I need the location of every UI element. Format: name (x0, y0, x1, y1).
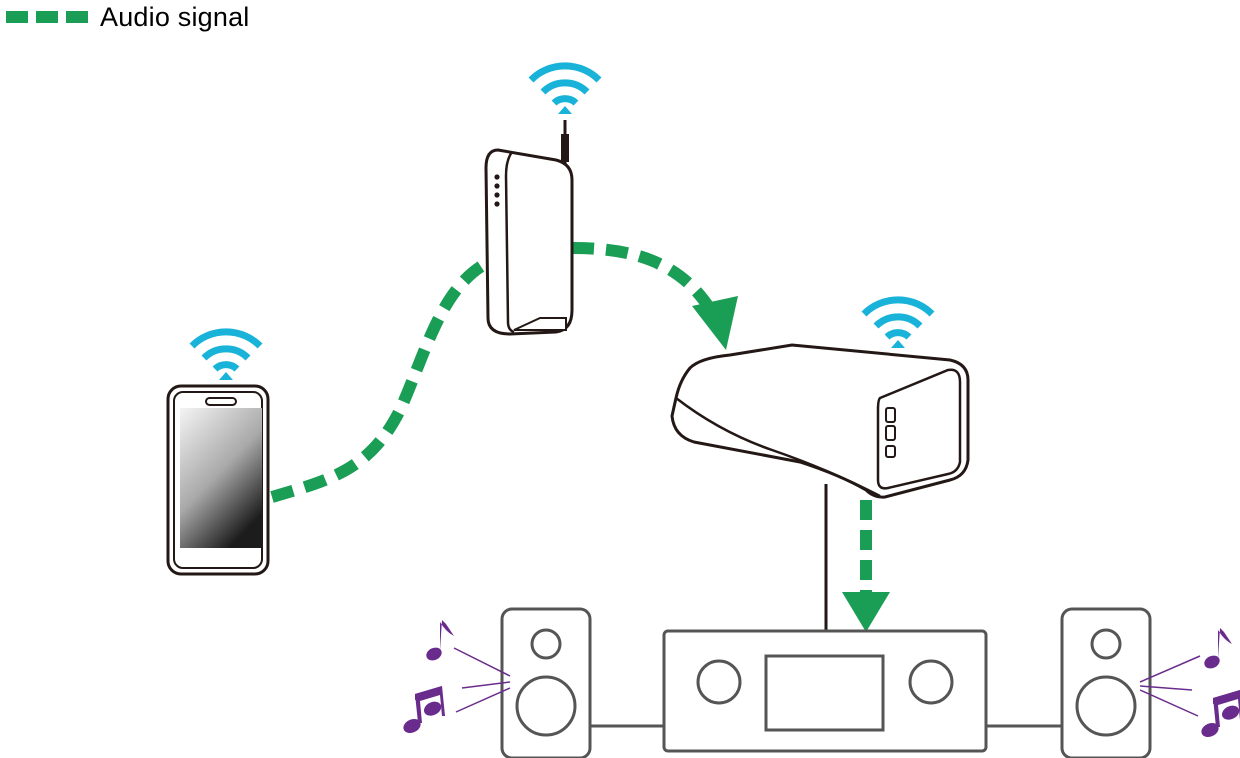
music-note-icon (1199, 690, 1240, 740)
av-receiver (590, 629, 1062, 753)
music-note-icon (424, 620, 454, 663)
legend: Audio signal (0, 0, 250, 34)
speaker-left (453, 607, 592, 758)
signal-path-router-to-streamer (571, 242, 718, 316)
wifi-icon (864, 300, 932, 348)
signal-path-phone-to-router (270, 258, 489, 503)
music-note-icon (401, 686, 445, 736)
arrow-down-icon (692, 296, 738, 350)
smartphone (166, 384, 270, 576)
speaker-right (1060, 607, 1201, 758)
legend-label: Audio signal (100, 1, 250, 32)
arrow-down-icon (842, 592, 890, 632)
music-note-icon (1202, 628, 1232, 671)
wifi-icon (531, 66, 599, 114)
wireless-router (484, 120, 574, 336)
wifi-icon (192, 332, 260, 380)
network-audio-streamer (670, 343, 970, 632)
legend-dashed-line-swatch (6, 11, 88, 23)
